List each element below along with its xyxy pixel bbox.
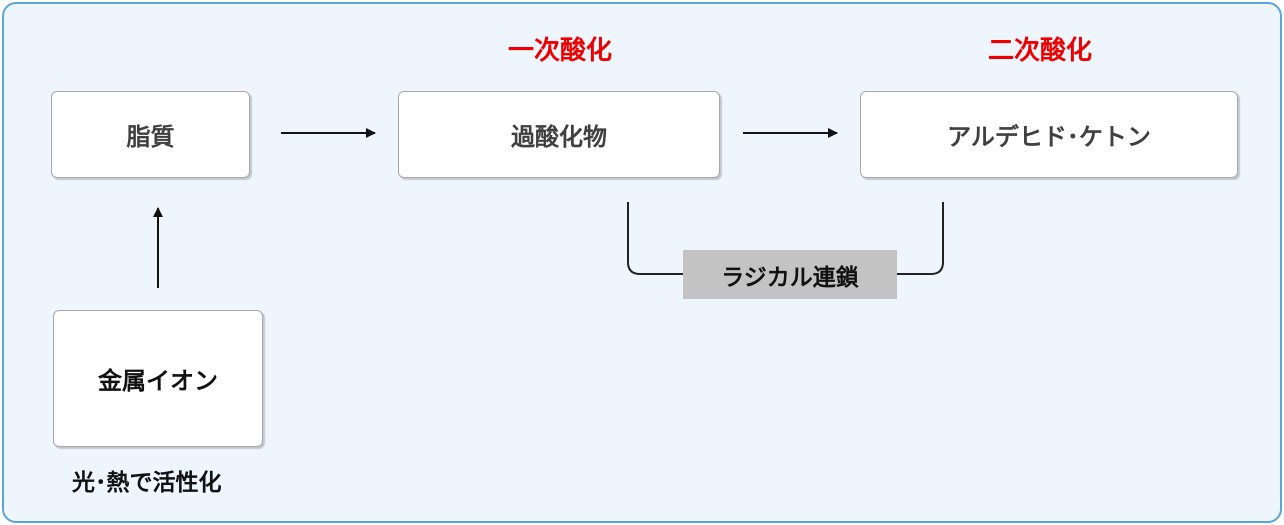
secondary-oxidation-label: 二次酸化 <box>987 36 1092 66</box>
metal-ion-node: 金属イオン <box>53 310 263 447</box>
radical-chain-label: ラジカル連鎖 <box>683 250 897 299</box>
lipid-node-label: 脂質 <box>126 123 175 151</box>
primary-oxidation-label: 一次酸化 <box>507 36 612 66</box>
radical-chain-text: ラジカル連鎖 <box>721 264 859 291</box>
lipid-node: 脂質 <box>51 91 250 178</box>
peroxide-node-label: 過酸化物 <box>511 123 607 151</box>
activation-caption: 光･熱で活性化 <box>72 470 222 496</box>
metal-ion-node-label: 金属イオン <box>98 367 218 395</box>
aldehyde-ketone-node-label: アルデヒド･ケトン <box>947 123 1151 151</box>
peroxide-node: 過酸化物 <box>398 91 720 178</box>
aldehyde-ketone-node: アルデヒド･ケトン <box>860 91 1238 178</box>
